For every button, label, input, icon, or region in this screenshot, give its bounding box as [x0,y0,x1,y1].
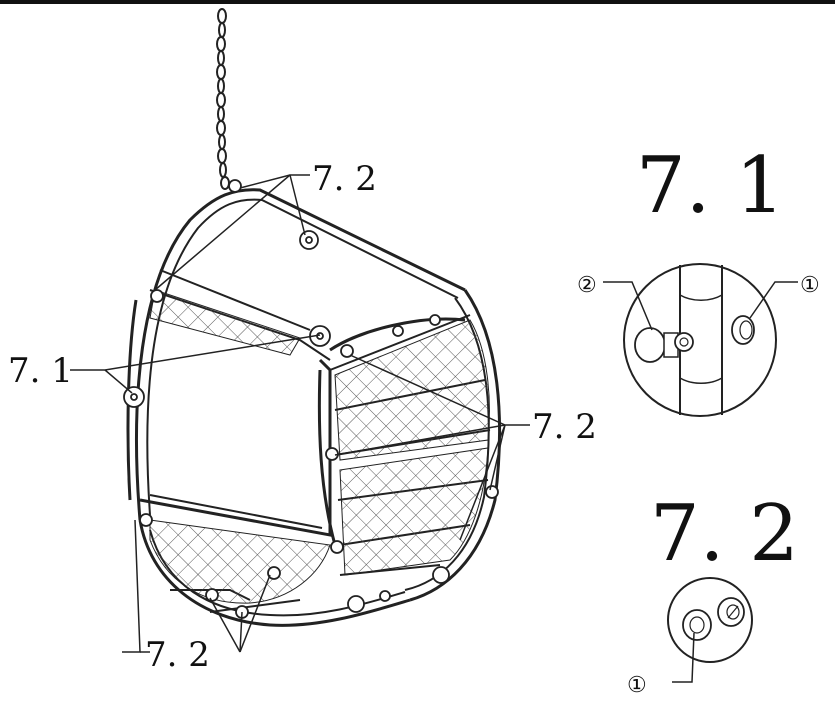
label-left-7-1: 7. 1 [8,351,73,391]
leader-lines [70,174,530,653]
mesh-panels [149,289,490,604]
detail-7-2-title: 7. 2 [650,489,799,579]
label-top-7-2: 7. 2 [312,159,377,199]
detail-7-1-title: 7. 1 [636,141,785,231]
detail-7-2: 7. 2 ① [627,489,799,698]
detail-7-1-callout-1: ① [800,273,820,298]
detail-7-1-magnifier [623,263,777,417]
chair-screws [123,179,499,619]
detail-7-2-callout-1: ① [627,673,647,698]
hanging-chain [216,8,230,190]
detail-7-1: 7. 1 ② ① [577,141,820,417]
detail-7-1-callout-2: ② [577,273,597,298]
label-bottom-7-2: 7. 2 [145,635,210,675]
label-right-7-2: 7. 2 [532,407,597,447]
